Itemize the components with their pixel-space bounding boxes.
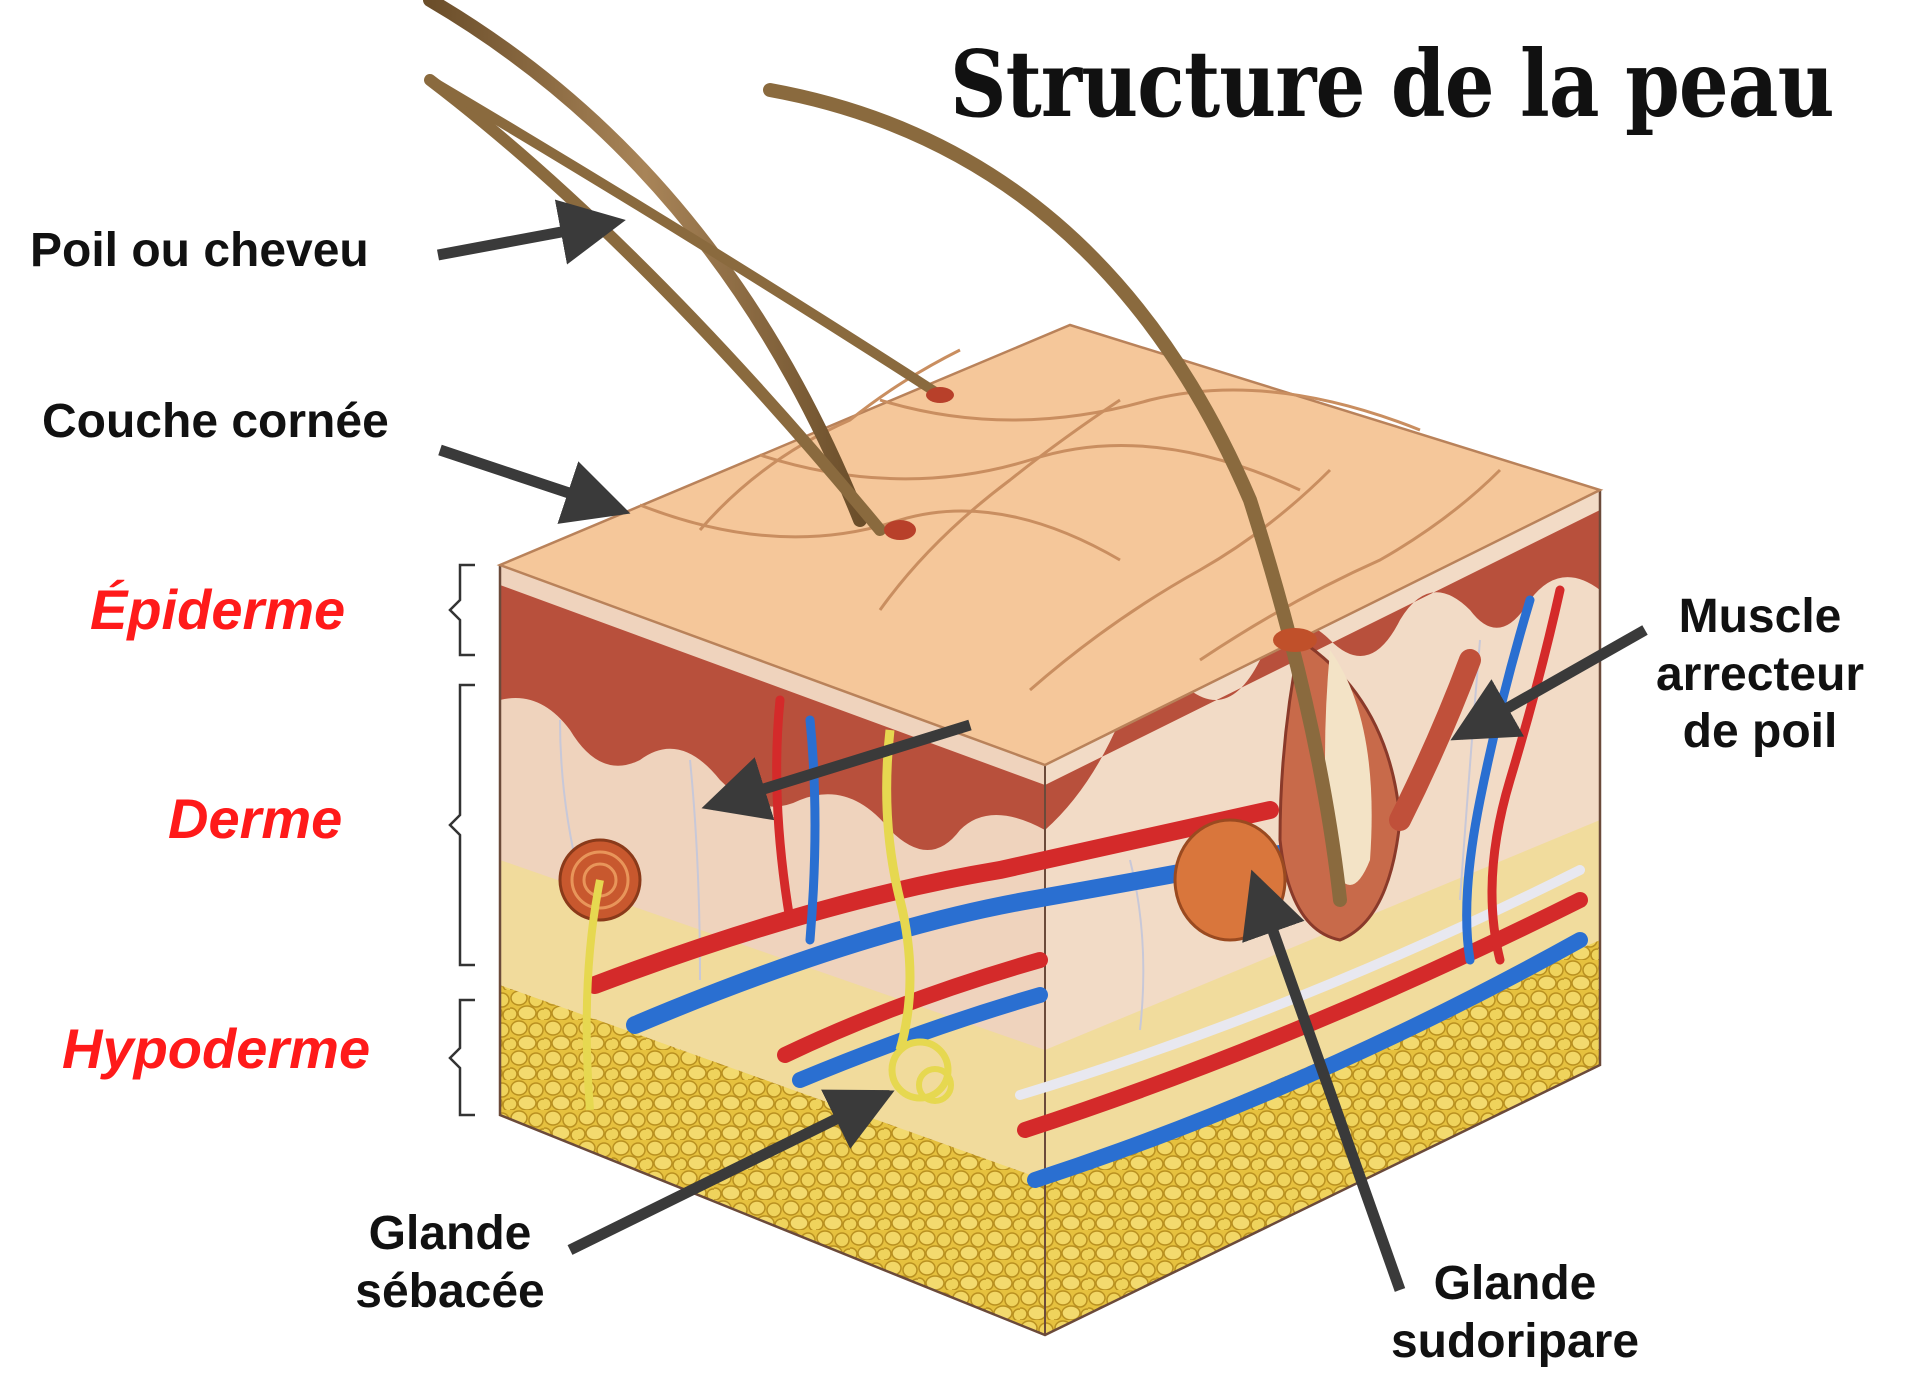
pointer-arrows bbox=[436, 199, 1648, 1292]
arrector-muscle bbox=[1389, 649, 1481, 831]
diagram-title: Structure de la peau bbox=[950, 30, 1834, 138]
hypodermis-upper-right bbox=[1045, 820, 1600, 1180]
arrow-stratum-corneum bbox=[438, 444, 631, 524]
label-arrector-muscle: Muscle arrecteur de poil bbox=[1655, 590, 1865, 759]
hypodermis-upper-left bbox=[500, 860, 1045, 1180]
label-dermis: Derme bbox=[168, 787, 343, 850]
label-hair: Poil ou cheveu bbox=[30, 224, 369, 277]
blood-vessels bbox=[586, 585, 1588, 1188]
skin-surface bbox=[496, 323, 1604, 767]
epidermis-left-band bbox=[500, 585, 1045, 850]
skin-block bbox=[423, 0, 1604, 1337]
label-hypodermis: Hypoderme bbox=[62, 1017, 371, 1080]
hypodermis-left-face bbox=[500, 985, 1045, 1335]
label-sebaceous-gland: Glande sébacée bbox=[355, 1207, 545, 1318]
hypodermis-right-face bbox=[1045, 940, 1600, 1335]
arrow-hair bbox=[436, 199, 626, 265]
label-sweat-gland: Glande sudoripare bbox=[1390, 1257, 1640, 1368]
epidermis-right-band bbox=[1045, 510, 1600, 830]
label-stratum-corneum: Couche cornée bbox=[42, 395, 389, 448]
arrow-dermis bbox=[701, 719, 972, 821]
hairs bbox=[423, 0, 1347, 907]
sweat-gland bbox=[582, 729, 954, 1111]
arrow-arrector-muscle bbox=[1450, 625, 1648, 741]
layer-brackets bbox=[448, 563, 475, 1117]
arrow-sebaceous-gland bbox=[567, 1089, 895, 1255]
label-epidermis: Épiderme bbox=[90, 578, 346, 641]
arrow-sweat-gland bbox=[1242, 869, 1406, 1292]
